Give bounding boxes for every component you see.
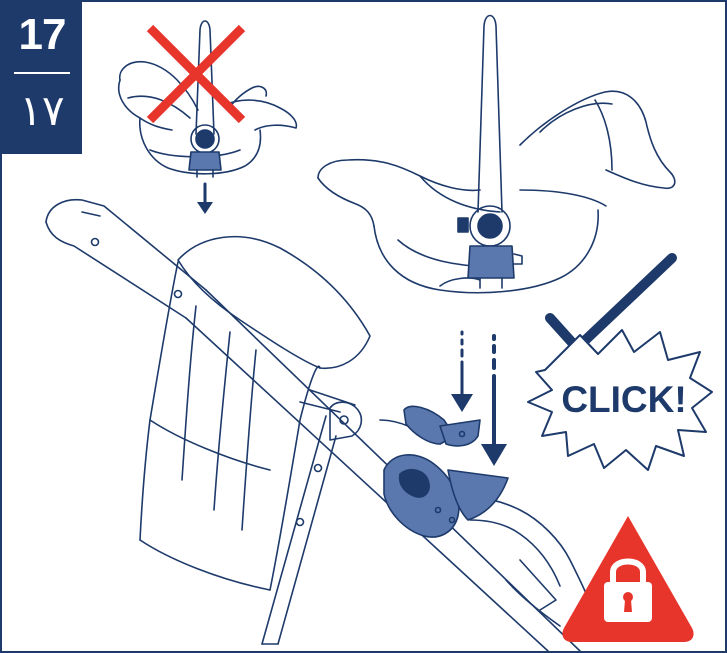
checkmark-icon — [550, 258, 672, 348]
incorrect-car-seat — [119, 21, 297, 177]
click-label: CLICK! — [561, 379, 686, 420]
arrow-down-right — [481, 336, 507, 466]
correct-car-seat — [318, 16, 675, 293]
stroller-adapter-lower — [384, 455, 508, 537]
stroller-adapter-upper — [404, 406, 480, 446]
arrow-down-left — [451, 332, 473, 412]
padlock-warning-icon — [562, 516, 693, 642]
arrow-down-small — [197, 184, 213, 214]
